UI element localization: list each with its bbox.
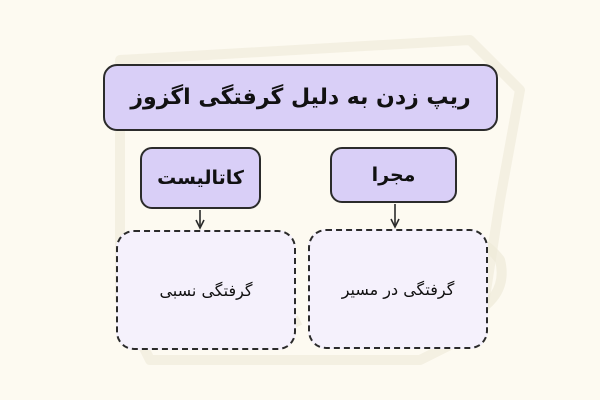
diagram-title: ریپ زدن به دلیل گرفتگی اگزوز — [130, 85, 471, 110]
branch-heading-box-pipe: مجرا — [330, 147, 457, 203]
branch-heading-catalyst: کاتالیست — [157, 167, 244, 189]
branch-detail-catalyst: گرفتگی نسبی — [159, 280, 253, 300]
branch-detail-pipe: گرفتگی در مسیر — [341, 279, 455, 299]
arrow-catalyst-head — [195, 219, 205, 230]
diagram-title-box: ریپ زدن به دلیل گرفتگی اگزوز — [103, 64, 498, 131]
arrow-pipe-head — [390, 218, 400, 229]
branch-detail-box-catalyst: گرفتگی نسبی — [116, 230, 296, 350]
branch-detail-box-pipe: گرفتگی در مسیر — [308, 229, 488, 349]
branch-heading-box-catalyst: کاتالیست — [140, 147, 261, 209]
branch-heading-pipe: مجرا — [371, 164, 416, 186]
